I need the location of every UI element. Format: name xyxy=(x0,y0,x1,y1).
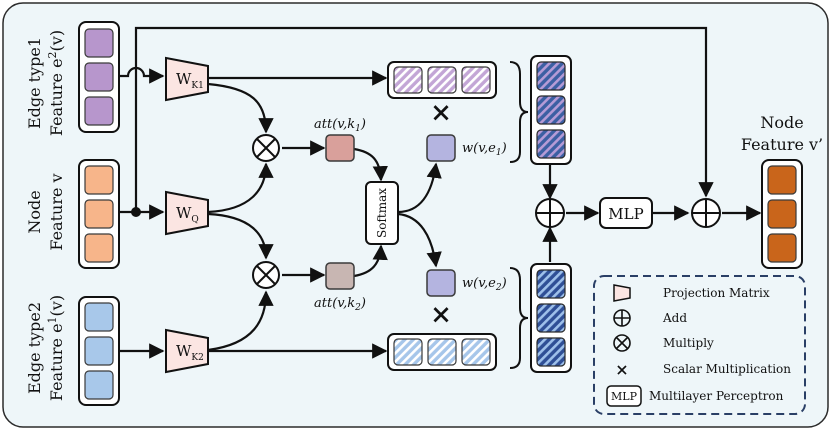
weighted-stack-1 xyxy=(530,55,572,165)
node-label-line2: Feature v xyxy=(47,173,66,250)
arrow-wk2-to-mul2 xyxy=(207,290,274,352)
edge2-label-line1: Edge type2 xyxy=(25,302,44,394)
edge1-feature-stack xyxy=(78,21,120,133)
arrow-wq-to-mul1 xyxy=(207,162,274,214)
svg-text:WK1: WK1 xyxy=(176,70,204,91)
output-cell xyxy=(767,165,797,195)
edge1-cell xyxy=(84,62,114,92)
multiply-op-2 xyxy=(252,261,280,289)
legend-scalar-label: Scalar Multiplication xyxy=(663,362,791,376)
output-feature-stack xyxy=(761,159,803,269)
legend-multiply-label: Multiply xyxy=(663,336,714,350)
w1-label: w(v,e1) xyxy=(462,141,507,158)
mlp-label: MLP xyxy=(608,205,643,223)
add-op-1 xyxy=(535,198,565,228)
att1-label: att(v,k1) xyxy=(314,117,366,134)
brace-top xyxy=(509,61,529,163)
edge2-label-line2: Feature e1(v) xyxy=(46,295,66,401)
svg-text:WK2: WK2 xyxy=(176,342,204,363)
output-subtitle: Feature v’ xyxy=(741,135,823,154)
legend-add-icon xyxy=(613,309,631,327)
node-label-line1: Node xyxy=(25,190,44,233)
node-feature-stack xyxy=(78,159,120,269)
connectors xyxy=(119,26,762,359)
node-cell xyxy=(84,199,114,229)
junction-dot xyxy=(131,207,141,217)
edge2-cell xyxy=(84,370,114,400)
softmax-box xyxy=(365,181,399,245)
brace-bottom xyxy=(509,267,529,369)
edge2-feature-stack xyxy=(78,296,120,406)
arrow-softmax-to-w1 xyxy=(397,162,442,214)
att2-label: att(v,k2) xyxy=(314,296,366,313)
arrow-att2-to-softmax xyxy=(353,244,388,278)
projection-wk1: WK1 xyxy=(165,56,209,102)
output-title: Node xyxy=(760,113,803,132)
legend-mlp-label: Multilayer Perceptron xyxy=(649,389,784,403)
edge2-cell xyxy=(84,302,114,332)
node-cell xyxy=(84,165,114,195)
legend-projection-icon xyxy=(613,284,631,302)
legend: Projection Matrix Add Multiply × Scalar … xyxy=(593,275,806,415)
arrow-softmax-to-w2 xyxy=(397,212,442,268)
scalar-mult-1: × xyxy=(430,98,452,128)
edge1-cell xyxy=(84,96,114,126)
legend-projection-label: Projection Matrix xyxy=(663,286,770,300)
projection-wq: WQ xyxy=(165,190,209,236)
output-cell xyxy=(767,233,797,263)
legend-border xyxy=(593,275,806,415)
arrow-wk1-to-mul1 xyxy=(207,82,274,134)
arrow-att1-to-softmax xyxy=(353,147,388,182)
multiply-op-1 xyxy=(252,134,280,162)
edge2-cell xyxy=(84,336,114,366)
legend-mlp-icon xyxy=(606,385,642,407)
node-cell xyxy=(84,233,114,263)
att1-score xyxy=(325,134,355,162)
weight-w2 xyxy=(426,269,456,297)
att2-score xyxy=(325,262,355,290)
edge1-cell xyxy=(84,28,114,58)
w2-label: w(v,e2) xyxy=(462,276,507,293)
legend-mlp-box-label: MLP xyxy=(611,390,638,403)
scalar-mult-2: × xyxy=(430,300,452,330)
edge1-label-line2: Feature e2(v) xyxy=(46,30,66,136)
edge1-label-line1: Edge type1 xyxy=(25,37,44,129)
weighted-stack-2 xyxy=(530,263,572,373)
value-vector-2 xyxy=(387,333,497,371)
svg-text:WQ: WQ xyxy=(176,204,199,225)
projection-wk2: WK2 xyxy=(165,328,209,374)
legend-add-label: Add xyxy=(662,311,687,325)
arrow-skip-connection xyxy=(134,26,714,212)
value-vector-1 xyxy=(387,61,497,99)
add-op-2 xyxy=(691,198,721,228)
legend-scalar-icon: × xyxy=(615,360,628,379)
legend-multiply-icon xyxy=(613,334,631,352)
output-cell xyxy=(767,199,797,229)
softmax-label: Softmax xyxy=(375,188,389,238)
arrow-wq-to-mul2 xyxy=(207,212,274,260)
weight-w1 xyxy=(426,134,456,162)
mlp-box xyxy=(599,197,653,229)
